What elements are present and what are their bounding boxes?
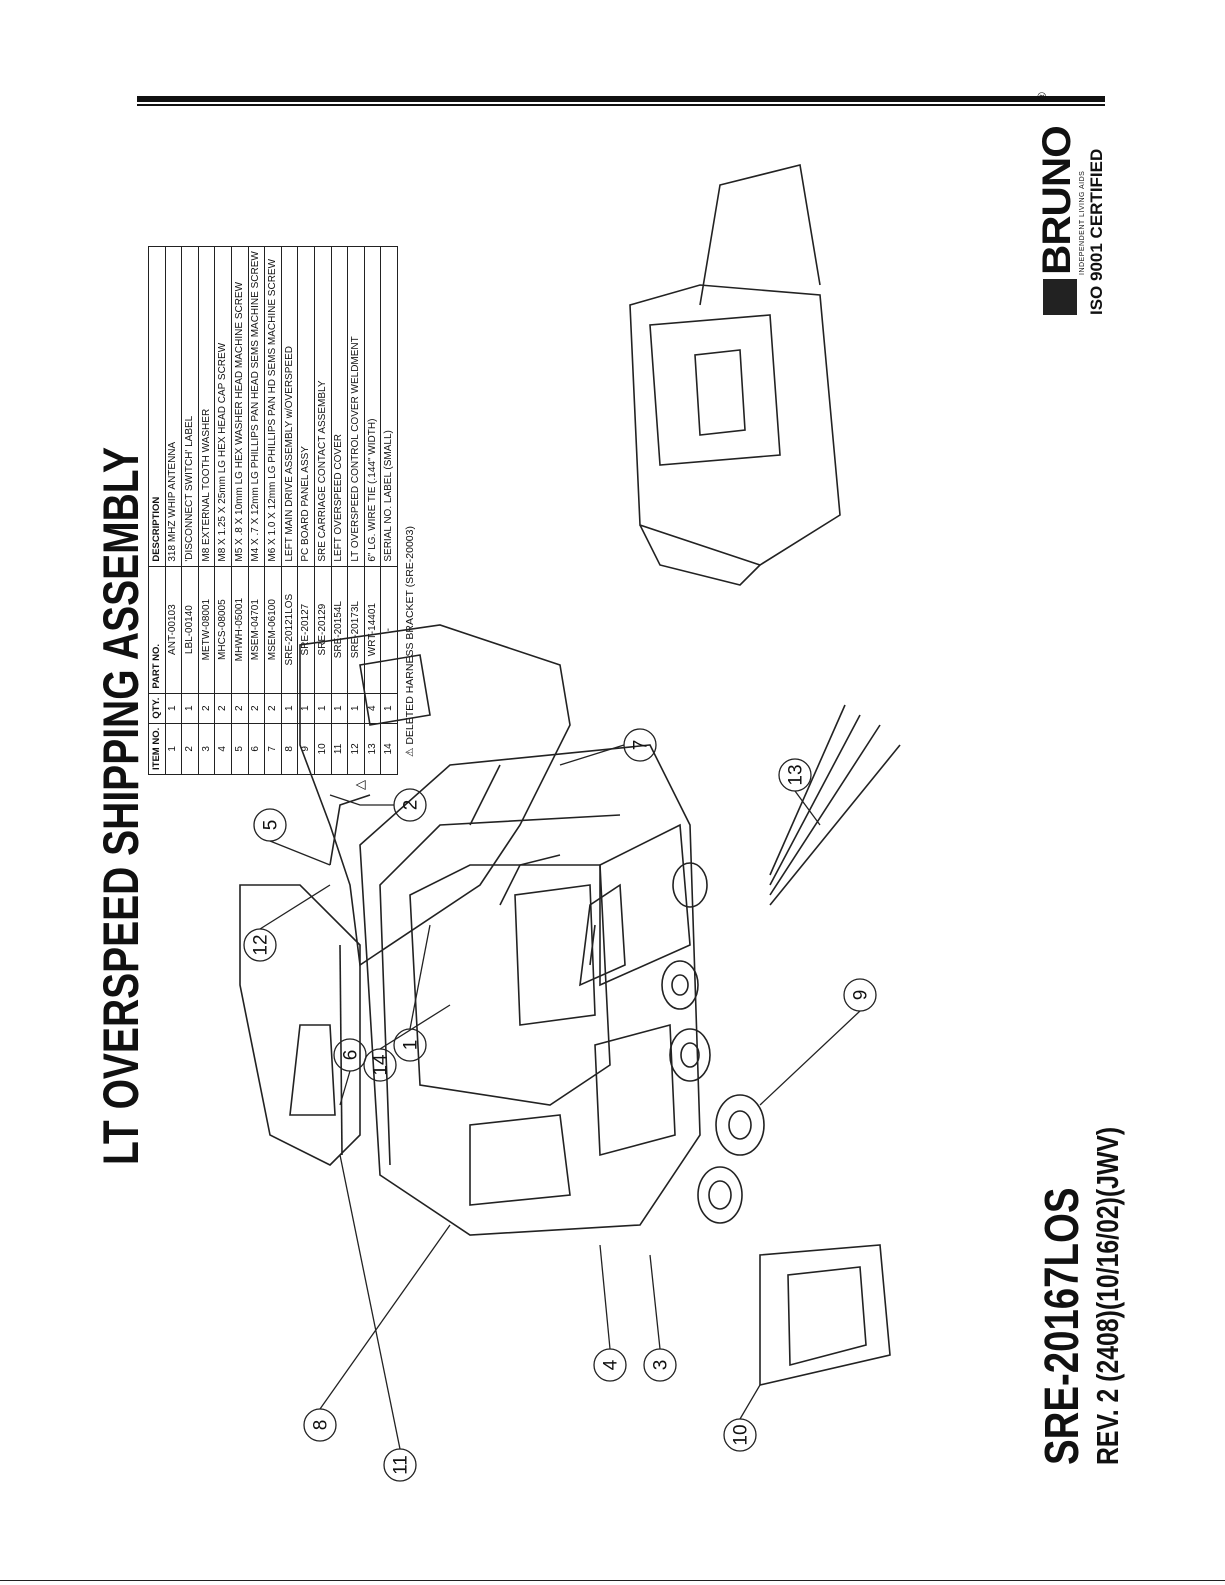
callout-label-11: 11 (391, 1455, 412, 1475)
callout-label-6: 6 (341, 1050, 362, 1061)
callout-label-9: 9 (851, 990, 872, 1001)
callout-label-10: 10 (731, 1424, 752, 1445)
overspeed-cover (239, 884, 361, 1166)
callout-label-7: 7 (631, 740, 652, 751)
main-drive-assembly (359, 744, 701, 1236)
carriage-contact-assembly (759, 1244, 891, 1387)
control-cover-weldment (299, 624, 571, 967)
callout-label-2: 2 (401, 800, 422, 811)
pc-board-panel (579, 883, 626, 987)
wire-ties (769, 704, 901, 906)
callout-label-12: 12 (251, 934, 272, 955)
callout-label-14: 14 (371, 1054, 392, 1076)
callout-label-5: 5 (261, 820, 282, 831)
header-rule-thin (137, 104, 1105, 106)
callout-label-13: 13 (786, 764, 807, 785)
header-rule (137, 96, 1105, 102)
drive-wheels (661, 862, 765, 1224)
footer-rule (0, 1580, 1225, 1581)
callout-label-1: 1 (401, 1040, 422, 1051)
callout-label-8: 8 (311, 1420, 332, 1431)
callout-label-3: 3 (651, 1360, 672, 1371)
assembled-inset-view (629, 164, 841, 586)
callout-label-4: 4 (601, 1359, 622, 1370)
